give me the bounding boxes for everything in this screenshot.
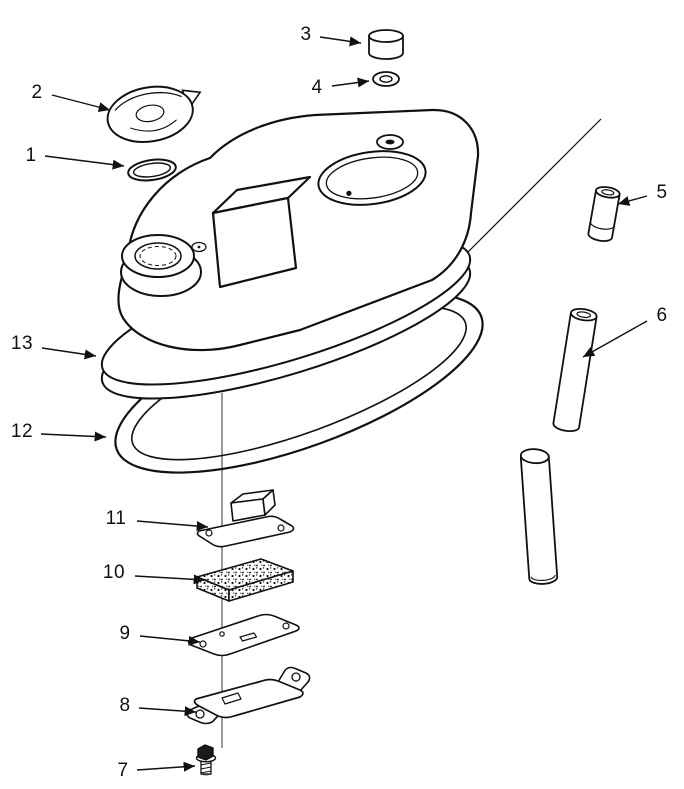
cover-breather-tower [211, 175, 312, 289]
callout-11: 11 [105, 508, 127, 529]
leader-line-5 [617, 195, 648, 206]
part-9-separator-plate [187, 613, 300, 657]
part-8-bracket [186, 666, 311, 725]
callout-7: 7 [117, 760, 129, 781]
tube-insertion-line [451, 118, 602, 269]
callout-4: 4 [311, 77, 323, 98]
leader-line-8 [138, 706, 197, 717]
cover-bolt-boss [191, 241, 207, 253]
part-5-sleeve [587, 186, 621, 242]
leader-line-7 [136, 761, 196, 772]
part-2-oil-filler-cap [106, 85, 202, 143]
leader-line-6 [582, 320, 648, 358]
part-1-o-ring [127, 158, 177, 182]
part-6-tube-upper [552, 307, 598, 432]
cover-filler-neck [120, 234, 202, 297]
part-6-tube-lower [519, 448, 559, 585]
callout-5: 5 [656, 182, 668, 203]
callout-6: 6 [656, 305, 668, 326]
leader-line-4 [331, 77, 370, 88]
callout-10: 10 [102, 562, 126, 583]
leader-line-11 [136, 520, 209, 532]
part-13-cover [100, 108, 480, 400]
cover-vent-boss [376, 134, 404, 150]
part-3-plug-cap [368, 29, 404, 60]
part-11-baffle-block [196, 489, 295, 548]
leader-line-13 [41, 347, 97, 360]
callout-13: 13 [10, 333, 34, 354]
callout-1: 1 [25, 145, 37, 166]
callout-2: 2 [31, 82, 43, 103]
leader-line-2 [51, 94, 111, 113]
part-10-filter-pad [196, 558, 294, 602]
leader-line-9 [139, 635, 201, 646]
leader-line-12 [40, 431, 107, 442]
leader-line-3 [319, 36, 362, 47]
cover-top-recess [317, 150, 427, 206]
callout-3: 3 [300, 24, 312, 45]
callout-8: 8 [119, 695, 131, 716]
leader-lines [40, 36, 648, 772]
callout-12: 12 [10, 421, 34, 442]
part-7-screw [195, 744, 217, 776]
callout-9: 9 [119, 623, 131, 644]
part-4-washer [372, 71, 400, 87]
leader-line-10 [134, 574, 206, 585]
leader-line-1 [44, 155, 125, 170]
